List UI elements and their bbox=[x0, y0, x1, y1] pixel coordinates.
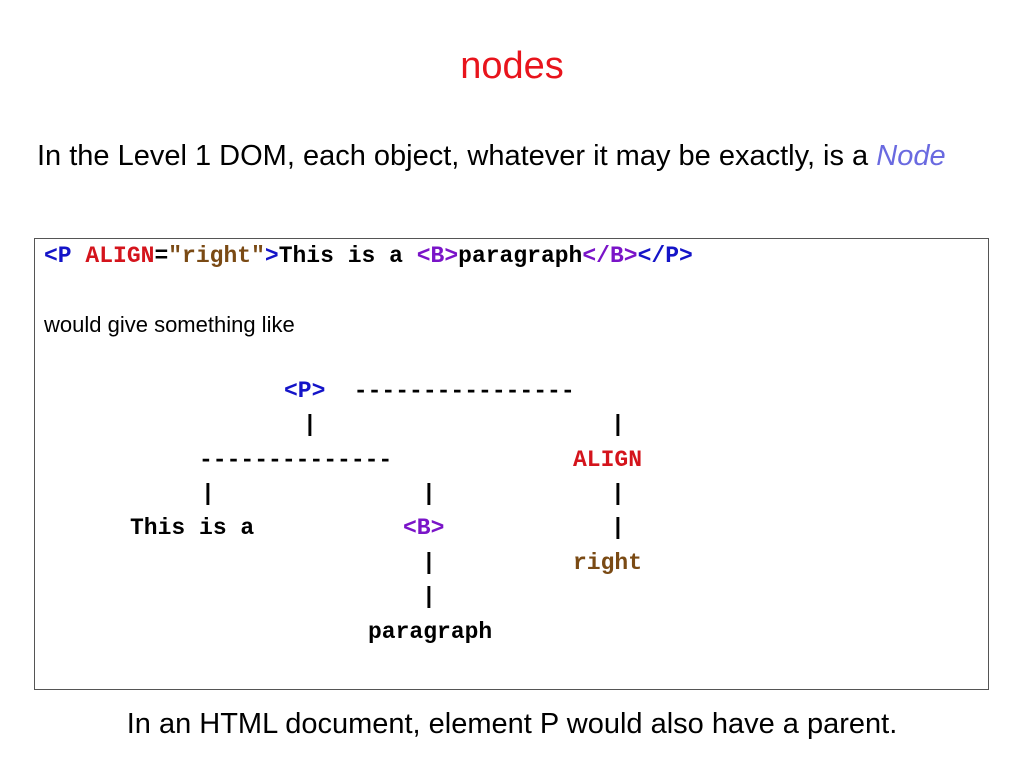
code-b-close: </B> bbox=[582, 243, 638, 269]
html-code-line: <P ALIGN="right">This is a <B>paragraph<… bbox=[44, 243, 693, 269]
tree-pipe-align-value: | bbox=[611, 515, 625, 541]
code-open-tag-start: <P bbox=[44, 243, 86, 269]
tree-root-p-tag: <P> bbox=[284, 378, 326, 404]
code-p-close: </P> bbox=[637, 243, 693, 269]
tree-pipe-root-left: | bbox=[303, 412, 317, 438]
tree-pipe-left-child: | bbox=[201, 481, 215, 507]
description-text: would give something like bbox=[44, 312, 295, 337]
tree-pipe-paragraph: | bbox=[422, 584, 436, 610]
footer-note: In an HTML document, element P would als… bbox=[126, 708, 898, 740]
tree-align-node: ALIGN bbox=[573, 447, 643, 473]
tree-paragraph-node: paragraph bbox=[368, 619, 493, 645]
code-example-box: <P ALIGN="right">This is a <B>paragraph<… bbox=[34, 238, 989, 690]
intro-paragraph: In the Level 1 DOM, each object, whateve… bbox=[37, 137, 997, 175]
tree-pipe-align-child: | bbox=[611, 481, 625, 507]
code-equals: = bbox=[154, 243, 169, 269]
tree-root-connector: ---------------- bbox=[340, 378, 575, 404]
slide-title: nodes bbox=[460, 45, 564, 87]
tree-pipe-b-child: | bbox=[422, 481, 436, 507]
code-b-open: <B> bbox=[416, 243, 459, 269]
code-text-before: This is a bbox=[278, 243, 417, 269]
tree-b-node: <B> bbox=[403, 515, 445, 541]
code-attr-name: ALIGN bbox=[85, 243, 155, 269]
tree-branch-line: -------------- bbox=[199, 447, 393, 473]
code-b-text: paragraph bbox=[458, 243, 583, 269]
code-attr-value: "right" bbox=[168, 243, 265, 269]
tree-text-node: This is a bbox=[130, 515, 255, 541]
tree-pipe-b-text: | bbox=[422, 550, 436, 576]
code-open-tag-end: > bbox=[264, 243, 279, 269]
intro-emphasis-node: Node bbox=[876, 140, 946, 172]
tree-right-node: right bbox=[573, 550, 643, 576]
intro-text: In the Level 1 DOM, each object, whateve… bbox=[37, 140, 877, 172]
tree-pipe-root-right: | bbox=[611, 412, 625, 438]
